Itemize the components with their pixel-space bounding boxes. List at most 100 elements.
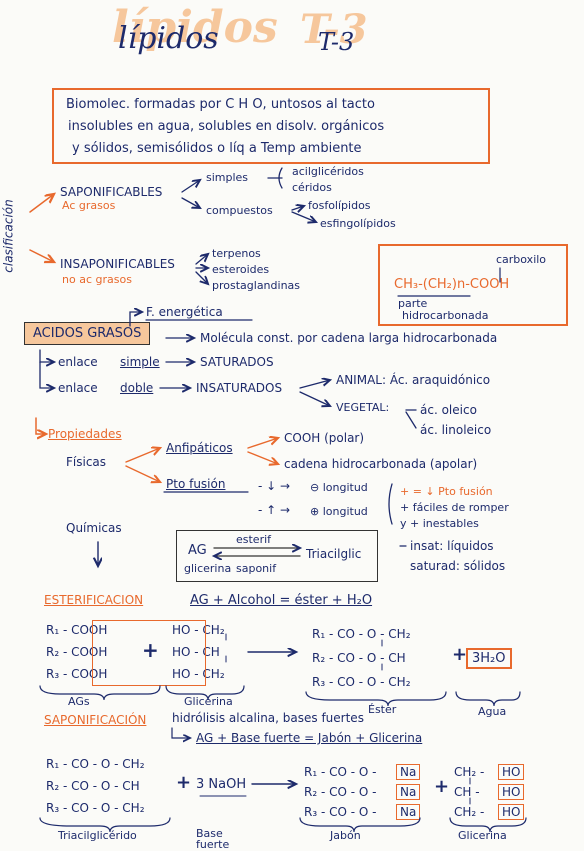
propiedades-label: Propiedades bbox=[48, 427, 122, 441]
anf-item-2: cadena hidrocarbonada (apolar) bbox=[284, 457, 478, 471]
sap-base: 3 NaOH bbox=[196, 777, 247, 792]
satur-note: saturad: sólidos bbox=[410, 559, 506, 573]
insap-item-1: terpenos bbox=[212, 247, 261, 260]
est-plus-2: + bbox=[452, 644, 468, 665]
insaponificables-sub: no ac grasos bbox=[62, 273, 132, 286]
pto-arrow-1: - ↓ → bbox=[258, 479, 291, 493]
longitud-1: ⊖ longitud bbox=[310, 481, 368, 494]
sap-base-label-1: Base bbox=[196, 827, 223, 840]
saponificacion-label: SAPONIFICACIÓN bbox=[44, 713, 147, 727]
formula-text: CH₃-(CH₂)n-COOH bbox=[394, 277, 510, 292]
doble-row-doble: doble bbox=[120, 381, 154, 395]
energetica-label: F. energética bbox=[146, 305, 223, 319]
eq-glicerina: glicerina bbox=[184, 562, 232, 575]
pto-arrow-2: - ↑ → bbox=[258, 503, 291, 517]
est-prod-row-1: R₁ - CO - O - CH₂ bbox=[312, 627, 411, 641]
est-glic-label: Glicerina bbox=[184, 695, 233, 708]
esterificacion-equation: AG + Alcohol = éster + H₂O bbox=[190, 593, 373, 608]
est-glyc-row-3: HO - CH₂ bbox=[172, 667, 225, 681]
page-title: lípidos bbox=[112, 2, 278, 53]
doble-row-insaturados: INSATURADOS bbox=[196, 381, 283, 395]
est-ester-label: Éster bbox=[368, 703, 397, 716]
equilibrium-box bbox=[176, 530, 378, 582]
sap-jabon-row-3: R₃ - CO - O - bbox=[304, 805, 377, 819]
sap-glic-label: Glicerina bbox=[458, 829, 507, 842]
sap-plus-2: + bbox=[434, 776, 450, 797]
est-glyc-row-1: HO - CH₂ bbox=[172, 623, 225, 637]
definition-line-2: insolubles en agua, solubles en disolv. … bbox=[68, 119, 385, 134]
doble-row-enlace: enlace bbox=[58, 381, 98, 395]
sap-ho-3: HO bbox=[498, 804, 525, 820]
sap-glyc-row-2: CH - bbox=[454, 785, 480, 799]
sap-plus: + bbox=[176, 772, 192, 793]
acidos-grasos-label: ACIDOS GRASOS bbox=[24, 322, 151, 345]
est-ag-label: AGs bbox=[68, 695, 90, 708]
vegetal-item-2: ác. linoleico bbox=[420, 423, 492, 437]
nota-1: + = ↓ Pto fusión bbox=[400, 485, 493, 498]
eq-saponif: saponif bbox=[236, 562, 277, 575]
sap-glyc-row-3: CH₂ - bbox=[454, 805, 485, 819]
fisicas-label: Físicas bbox=[66, 455, 107, 469]
simples-item-1: acilglicéridos bbox=[292, 165, 364, 178]
sap-jabon-row-2: R₂ - CO - O - bbox=[304, 785, 377, 799]
longitud-2: ⊕ longitud bbox=[310, 505, 368, 518]
animal-text: ANIMAL: Ác. araquidónico bbox=[336, 373, 491, 387]
simple-row-simple: simple bbox=[120, 355, 160, 369]
eq-esterif: esterif bbox=[236, 533, 272, 546]
page-title-tema: T-3 bbox=[300, 6, 368, 53]
vegetal-item-1: ác. oleico bbox=[420, 403, 477, 417]
pto-fusion-label: Pto fusión bbox=[166, 477, 226, 491]
sap-tri-label: Triacilglicérido bbox=[58, 829, 137, 842]
sap-ho-2: HO bbox=[498, 784, 525, 800]
saponificacion-desc: hidrólisis alcalina, bases fuertes bbox=[172, 711, 364, 725]
formula-hidrocarbonada: hidrocarbonada bbox=[402, 309, 489, 322]
sap-tri-row-3: R₃ - CO - O - CH₂ bbox=[46, 801, 145, 815]
sap-na-2: Na bbox=[396, 784, 421, 800]
insaponificables-label: INSAPONIFICABLES bbox=[60, 257, 175, 271]
sap-na-3: Na bbox=[396, 804, 421, 820]
nota-3: y + inestables bbox=[400, 517, 479, 530]
quimicas-label: Químicas bbox=[66, 521, 122, 535]
formula-parte: parte bbox=[398, 297, 428, 310]
saponificables-sub: Ac grasos bbox=[62, 199, 116, 212]
est-water: 3H₂O bbox=[466, 648, 512, 669]
sap-na-1: Na bbox=[396, 764, 421, 780]
est-prod-row-2: R₂ - CO - O - CH bbox=[312, 651, 406, 665]
sap-tri-row-1: R₁ - CO - O - CH₂ bbox=[46, 757, 145, 771]
insat-note: insat: líquidos bbox=[410, 539, 494, 553]
est-plus: + bbox=[142, 638, 159, 662]
est-glyc-row-2: HO - CH bbox=[172, 645, 220, 659]
compuestos-label: compuestos bbox=[206, 204, 273, 217]
simple-row-saturados: SATURADOS bbox=[200, 355, 274, 369]
insap-item-2: esteroides bbox=[212, 263, 270, 276]
eq-ag: AG bbox=[188, 543, 207, 558]
est-agua-label: Agua bbox=[478, 705, 507, 718]
esterificacion-label: ESTERIFICACION bbox=[44, 593, 144, 607]
anf-item-1: COOH (polar) bbox=[284, 431, 365, 445]
est-prod-row-3: R₃ - CO - O - CH₂ bbox=[312, 675, 411, 689]
formula-carboxilo: carboxilo bbox=[496, 253, 547, 266]
saponificables-label: SAPONIFICABLES bbox=[60, 185, 163, 199]
anfipaticos-label: Anfipáticos bbox=[166, 441, 233, 455]
sap-jabon-row-1: R₁ - CO - O - bbox=[304, 765, 377, 779]
page-title-tema-overlay: T-3 bbox=[318, 28, 355, 56]
compuestos-item-2: esfingolípidos bbox=[320, 217, 396, 230]
definition-line-3: y sólidos, semisólidos o líq a Temp ambi… bbox=[72, 141, 362, 156]
nota-2: + fáciles de romper bbox=[400, 501, 509, 514]
formula-box bbox=[378, 244, 568, 326]
sap-base-label-2: fuerte bbox=[196, 838, 230, 851]
simple-row-enlace: enlace bbox=[58, 355, 98, 369]
page-title-overlay: lípidos bbox=[118, 21, 219, 56]
sap-tri-row-2: R₂ - CO - O - CH bbox=[46, 779, 140, 793]
sap-ho-1: HO bbox=[498, 764, 525, 780]
compuestos-item-1: fosfolípidos bbox=[308, 199, 371, 212]
est-highlight-box bbox=[92, 620, 206, 686]
molecula-text: Molécula const. por cadena larga hidroca… bbox=[200, 331, 498, 345]
sap-glyc-row-1: CH₂ - bbox=[454, 765, 485, 779]
eq-triacilglic: Triacilglic bbox=[306, 547, 362, 561]
simples-label: simples bbox=[206, 171, 249, 184]
vegetal-label: VEGETAL: bbox=[336, 401, 390, 414]
definition-box bbox=[52, 88, 490, 164]
saponificacion-equation: AG + Base fuerte = Jabón + Glicerina bbox=[196, 731, 423, 745]
